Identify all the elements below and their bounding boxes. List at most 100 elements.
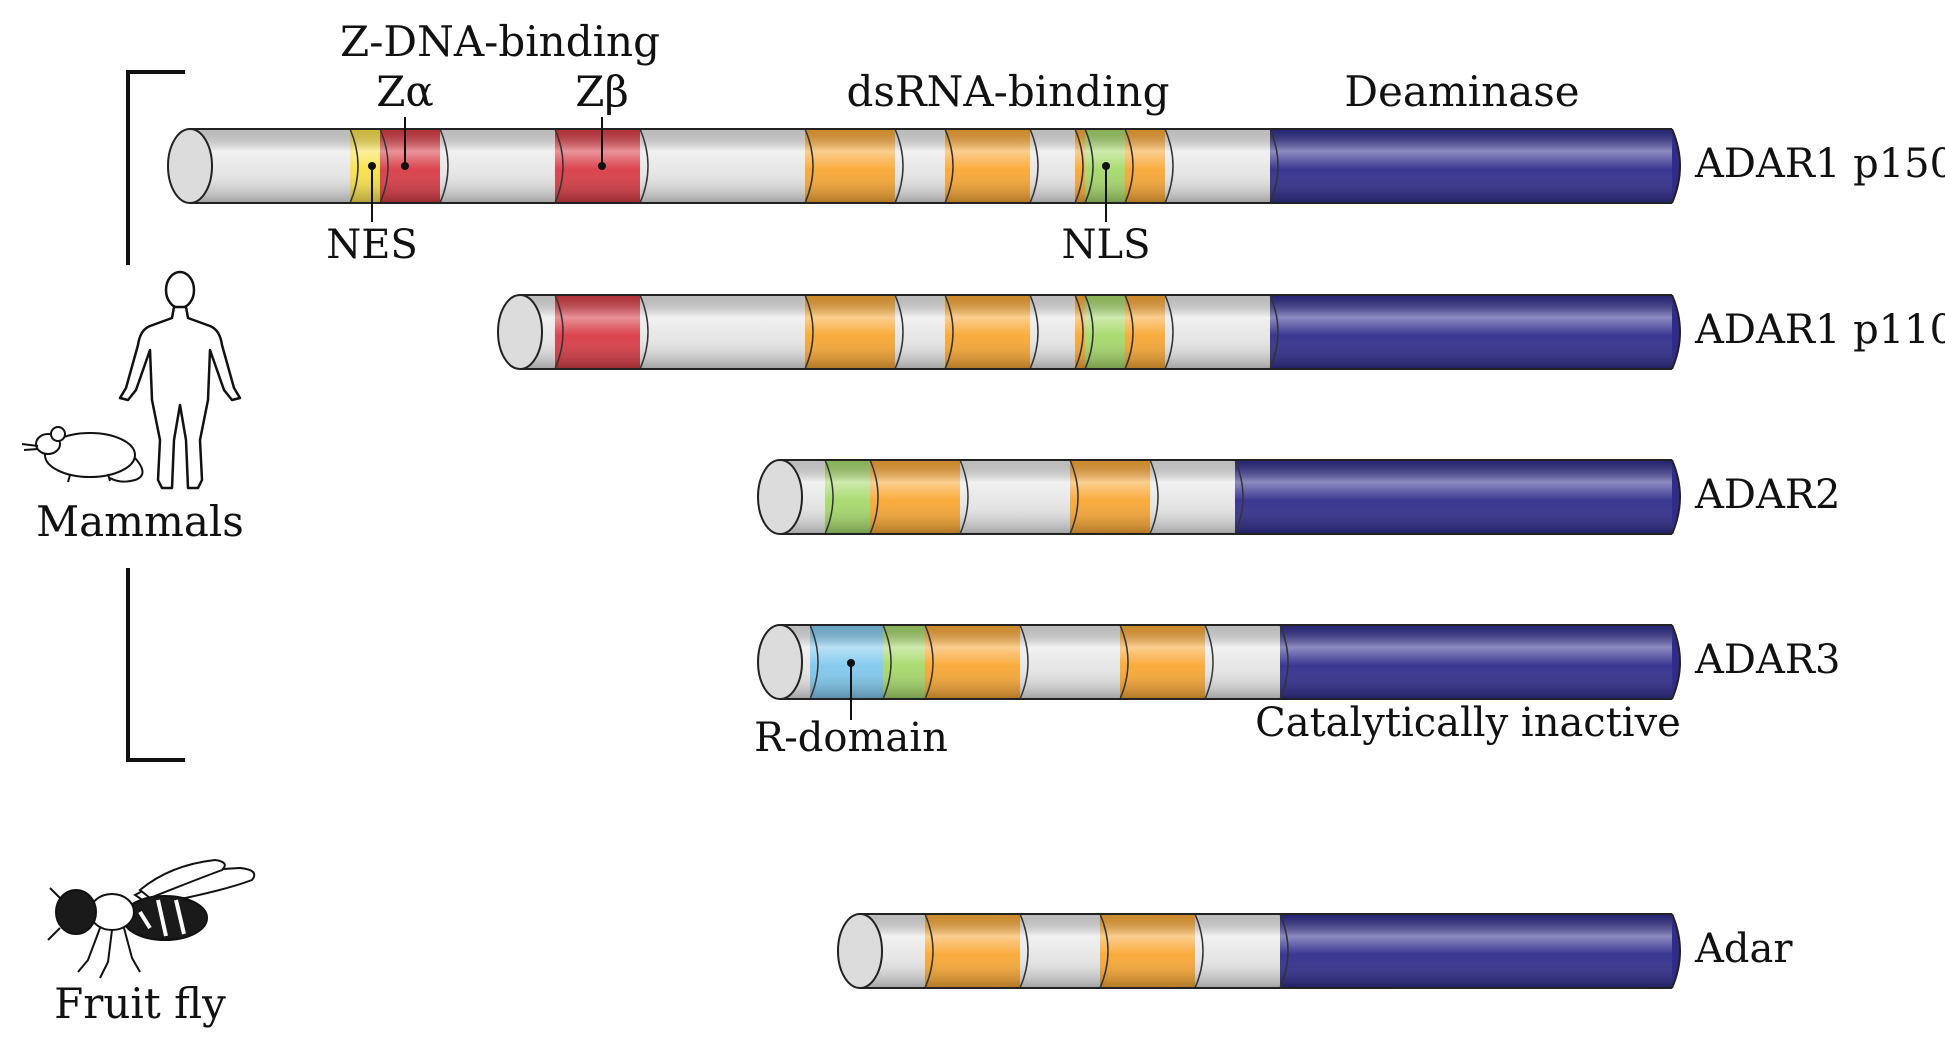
fruit-fly-label: Fruit fly xyxy=(54,979,226,1028)
fruit-fly-icon xyxy=(47,858,256,979)
adar3-segment-boundary xyxy=(1204,624,1214,700)
z-beta-dot xyxy=(598,162,606,170)
nls-dot xyxy=(1102,162,1110,170)
mouse-icon xyxy=(21,426,144,483)
adar1-p150-segment-boundary xyxy=(379,128,389,204)
mammals-bracket-bottom xyxy=(126,568,185,762)
adar3-segment-shading xyxy=(883,625,925,699)
adar1-p110-segment-boundary xyxy=(1269,294,1279,370)
adar3-segment-boundary xyxy=(1019,624,1029,700)
adar1-p150-segment-shading xyxy=(555,129,640,203)
adar1-p110-segment-shading xyxy=(1085,295,1125,369)
adar-segment-boundary xyxy=(1279,913,1289,989)
zdna-binding-label: Z-DNA-binding xyxy=(340,17,660,66)
adar3-segment-boundary xyxy=(882,624,892,700)
adar1-p150-segment-boundary xyxy=(894,128,904,204)
adar2-end-cap xyxy=(1671,459,1681,535)
adar1-p110-segment-boundary xyxy=(894,294,904,370)
adar3-segment-shading xyxy=(810,625,883,699)
dsrna-binding-label: dsRNA-binding xyxy=(847,67,1170,116)
adar2-segment-shading xyxy=(1070,460,1150,534)
adar-segment-shading xyxy=(1020,914,1100,988)
protein-row-adar2 xyxy=(757,459,1681,535)
protein-label-adar2: ADAR2 xyxy=(1694,472,1840,518)
protein-label-adar3: ADAR3 xyxy=(1694,637,1840,683)
r-domain-dot xyxy=(847,659,855,667)
adar1-p110-segment-boundary xyxy=(944,294,954,370)
adar2-segment-boundary xyxy=(959,459,969,535)
adar1-p110-start-cap xyxy=(497,294,543,370)
adar1-p110-segment-shading xyxy=(805,295,895,369)
adar3-segment-shading xyxy=(1020,625,1120,699)
adar1-p110-segment-shading xyxy=(1165,295,1270,369)
adar2-segment-boundary xyxy=(869,459,879,535)
adar-segment-boundary xyxy=(1194,913,1204,989)
adar1-p150-segment-shading xyxy=(805,129,895,203)
adar1-p150-segment-shading xyxy=(945,129,1030,203)
adar1-p150-segment-boundary xyxy=(1084,128,1094,204)
adar1-p150-segment-shading xyxy=(640,129,805,203)
protein-label-adar1-p110: ADAR1 p110 xyxy=(1694,307,1945,353)
protein-row-adar xyxy=(837,913,1681,989)
protein-row-adar1-p110 xyxy=(497,294,1681,370)
z-alpha-label: Zα xyxy=(376,67,434,116)
adar1-p110-segment-boundary xyxy=(1084,294,1094,370)
adar1-p150-segment-shading xyxy=(440,129,555,203)
adar1-p110-segment-boundary xyxy=(1164,294,1174,370)
adar1-p150-segment-boundary xyxy=(1269,128,1279,204)
adar1-p110-segment-boundary xyxy=(804,294,814,370)
adar2-segment-shading xyxy=(1150,460,1235,534)
adar1-p150-segment-boundary xyxy=(804,128,814,204)
adar3-segment-boundary xyxy=(809,624,819,700)
adar3-start-cap xyxy=(757,624,803,700)
adar1-p150-segment-shading xyxy=(1125,129,1165,203)
adar1-p150-segment-boundary xyxy=(944,128,954,204)
adar3-segment-boundary xyxy=(924,624,934,700)
nes-dot xyxy=(368,162,376,170)
adar2-segment-boundary xyxy=(824,459,834,535)
adar1-p150-segment-shading xyxy=(190,129,350,203)
protein-label-adar1-p150: ADAR1 p150 xyxy=(1694,141,1945,187)
nls-label: NLS xyxy=(1062,222,1151,268)
protein-label-adar: Adar xyxy=(1694,926,1793,972)
adar2-segment-shading xyxy=(870,460,960,534)
adar1-p110-segment-boundary xyxy=(1074,294,1084,370)
adar1-p150-segment-shading xyxy=(1075,129,1085,203)
adar1-p110-segment-boundary xyxy=(1124,294,1134,370)
adar1-p110-segment-shading xyxy=(1125,295,1165,369)
human-icon xyxy=(118,270,242,490)
adar1-p150-segment-boundary xyxy=(554,128,564,204)
protein-row-adar1-p150 xyxy=(167,128,1681,204)
adar-segment-shading xyxy=(1195,914,1280,988)
adar1-p150-segment-boundary xyxy=(439,128,449,204)
adar1-p150-segment-shading xyxy=(1030,129,1075,203)
adar1-p150-segment-boundary xyxy=(1029,128,1039,204)
adar1-p150-segment-shading xyxy=(1165,129,1270,203)
adar2-segment-boundary xyxy=(1149,459,1159,535)
adar1-p150-end-cap xyxy=(1671,128,1681,204)
adar1-p110-segment-boundary xyxy=(639,294,649,370)
adar3-segment-shading xyxy=(1280,625,1672,699)
adar1-p150-segment-boundary xyxy=(1124,128,1134,204)
adar-end-cap xyxy=(1671,913,1681,989)
adar3-end-cap xyxy=(1671,624,1681,700)
adar1-p110-segment-shading xyxy=(555,295,640,369)
adar2-segment-shading xyxy=(960,460,1070,534)
adar2-start-cap xyxy=(757,459,803,535)
adar2-segment-shading xyxy=(825,460,870,534)
catalytically-inactive-label: Catalytically inactive xyxy=(1255,700,1681,746)
adar-segment-shading xyxy=(925,914,1020,988)
z-beta-label: Zβ xyxy=(575,67,628,116)
adar1-p150-segment-boundary xyxy=(639,128,649,204)
mammals-label: Mammals xyxy=(36,497,244,546)
adar-segment-boundary xyxy=(924,913,934,989)
adar-segment-boundary xyxy=(1099,913,1109,989)
adar-segment-shading xyxy=(1100,914,1195,988)
adar2-segment-boundary xyxy=(1234,459,1244,535)
protein-row-adar3 xyxy=(757,624,1681,700)
z-alpha-dot xyxy=(401,162,409,170)
adar1-p150-segment-shading xyxy=(380,129,440,203)
adar-segment-shading xyxy=(1280,914,1672,988)
mammals-bracket-top xyxy=(126,70,185,265)
